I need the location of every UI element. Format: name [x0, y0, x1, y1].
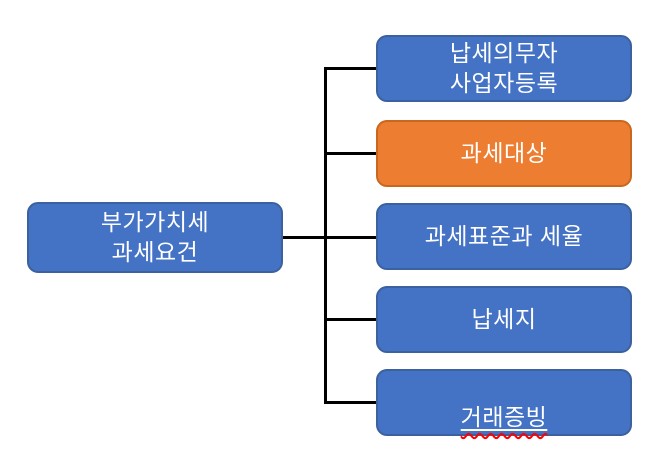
- diagram-node-taxable-object[interactable]: 과세대상: [376, 120, 632, 187]
- connector-root-to-children: [283, 236, 376, 239]
- spellcheck-squiggle-underline: 거래증빙: [461, 373, 548, 433]
- connector-branch-1: [325, 67, 376, 70]
- diagram-node-taxpayer-registration[interactable]: 납세의무자 사업자등록: [376, 35, 632, 102]
- node-label-taxable-object: 과세대상: [460, 139, 548, 166]
- connector-branch-5: [325, 401, 376, 404]
- diagram-node-tax-payment-place[interactable]: 납세지: [376, 286, 632, 353]
- connector-branch-4: [325, 318, 376, 321]
- connector-vertical-spine: [324, 67, 327, 404]
- node-label-taxpayer-registration: 납세의무자 사업자등록: [449, 39, 559, 96]
- diagram-node-tax-base-rate[interactable]: 과세표준과 세율: [376, 203, 632, 270]
- node-label-tax-base-rate: 과세표준과 세율: [424, 222, 584, 249]
- node-label-transaction-evidence: 거래증빙: [460, 403, 548, 430]
- connector-branch-2: [325, 152, 376, 155]
- diagram-node-root[interactable]: 부가가치세 과세요건: [27, 202, 283, 273]
- diagram-node-transaction-evidence[interactable]: 거래증빙: [376, 369, 632, 436]
- node-label-tax-payment-place: 납세지: [471, 305, 537, 332]
- node-label-root: 부가가치세 과세요건: [100, 208, 210, 265]
